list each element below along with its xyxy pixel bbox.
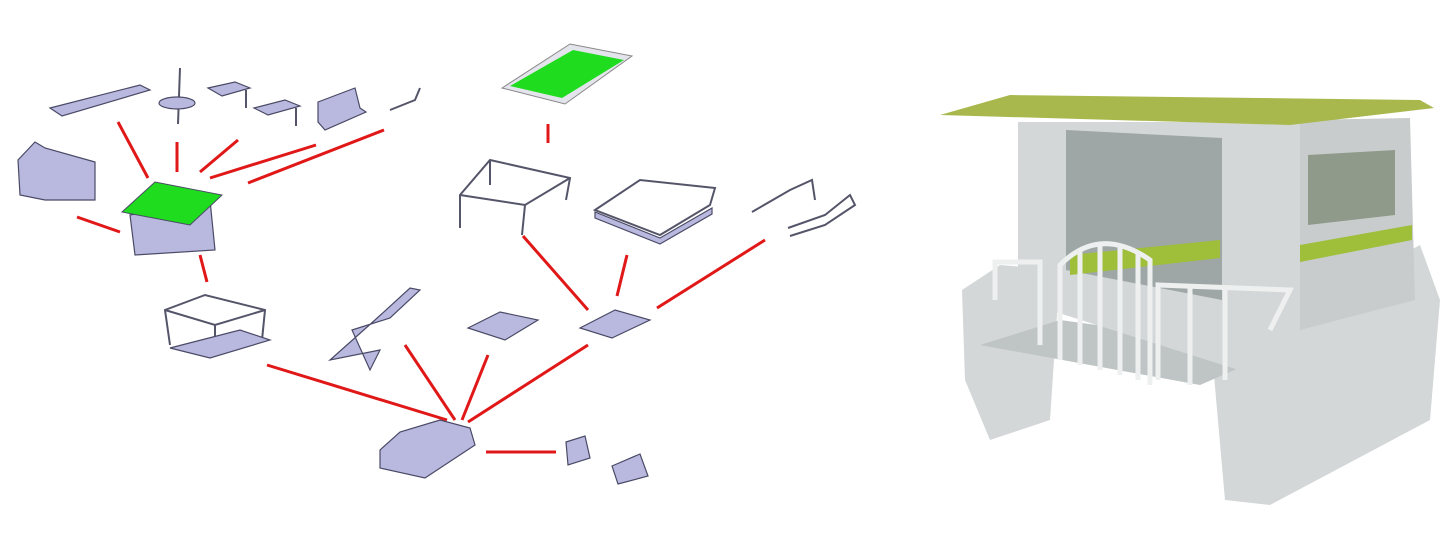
render-gate (992, 241, 1294, 385)
exploded-parts (17, 43, 857, 485)
part-tray (466, 311, 540, 341)
part-bench-seat (317, 87, 368, 131)
part-rail-beam (48, 84, 152, 117)
render-hull-right (1210, 245, 1440, 505)
connector-line (521, 235, 590, 311)
part-handrail (389, 87, 421, 111)
render-cabin-side (1300, 118, 1415, 330)
part-railing-pair (751, 178, 857, 237)
part-small-table (206, 81, 252, 108)
part-console (17, 141, 96, 201)
connector-line (76, 215, 121, 234)
part-deck-plate (578, 309, 652, 339)
part-frame-structure (163, 293, 272, 359)
part-small-bench (252, 99, 302, 126)
render-side-window (1308, 150, 1395, 225)
connector-line (403, 344, 457, 421)
connector-line (247, 128, 385, 185)
part-table-pole (158, 67, 196, 125)
connector-line (199, 138, 239, 174)
render-side-seat (1300, 225, 1412, 262)
render-hull-left (962, 265, 1060, 440)
connector-line (266, 363, 448, 422)
boat-render (940, 95, 1440, 505)
connector-line (615, 254, 629, 297)
part-roof-panel (500, 43, 634, 105)
connector-line (656, 238, 766, 310)
part-railing-loop (592, 178, 717, 245)
connector-lines (76, 121, 766, 454)
connector-line (209, 143, 317, 180)
part-roof-frame (459, 158, 572, 236)
part-hull (379, 419, 476, 479)
part-motor-a (565, 435, 591, 466)
part-cabin-assembly (120, 181, 224, 256)
connector-line (467, 343, 589, 424)
part-motor-b (611, 453, 649, 485)
render-cabin-opening (1066, 130, 1222, 300)
render-deck (980, 320, 1280, 385)
connector-line (198, 254, 209, 283)
render-roof (940, 95, 1434, 125)
connector-line (460, 354, 490, 421)
part-ladder (327, 287, 422, 372)
connector-line (116, 121, 150, 179)
